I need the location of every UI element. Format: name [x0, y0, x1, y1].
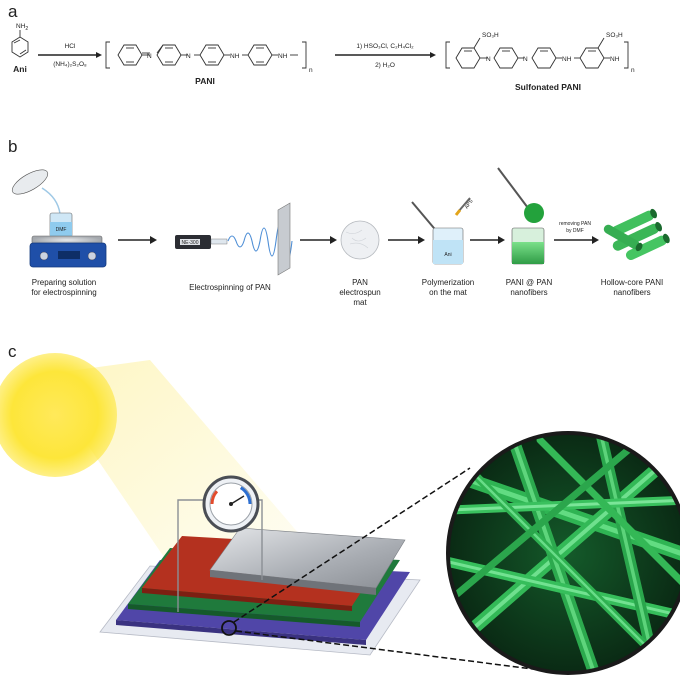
step-3-label-line1: PAN — [352, 278, 368, 287]
step-5-label-line1: PANI @ PAN — [506, 278, 553, 287]
sulfonated-so3h-1: SO₃H — [482, 32, 499, 39]
aniline-label: Ani — [13, 64, 27, 74]
sulfonated-so3h-2: SO₃H — [606, 32, 623, 39]
removing-pan-label-1: removing PAN — [559, 221, 591, 227]
step-3-label-line3: mat — [353, 298, 367, 307]
hollow-core-fibers-illustration — [603, 208, 670, 260]
pani-n1: N — [147, 53, 152, 60]
step-4-label-line1: Polymerization — [422, 278, 474, 287]
step-6-label-line1: Hollow-core PANI — [601, 278, 664, 287]
pani-nh1: NH — [230, 53, 240, 60]
sun — [0, 353, 117, 477]
spani-nh2: NH — [610, 56, 620, 63]
spani-n1: N — [486, 56, 491, 63]
reaction-arrow-1-head — [96, 52, 102, 58]
process-arrow-3-head — [418, 236, 425, 244]
hotplate-stirrer-illustration: DMF — [11, 169, 107, 268]
process-arrow-4-head — [498, 236, 505, 244]
ani-beaker-label: Ani — [444, 252, 451, 258]
syringe-pump-label: NE-300 — [182, 240, 199, 246]
spani-nh1: NH — [562, 56, 572, 63]
zoom-line-lower — [235, 630, 541, 671]
pani-at-pan-illustration — [497, 167, 545, 265]
step-6-label-line2: nanofibers — [613, 288, 650, 297]
sulfonated-pani-structure: SO₃H N N NH SO₃H NH n — [445, 32, 635, 74]
panel-a-letter: a — [8, 2, 18, 21]
step1-reagent-top: HCl — [65, 43, 76, 50]
step2-reagent-bottom: 2) H₂O — [375, 62, 395, 69]
panel-c-letter: c — [8, 342, 17, 361]
pani-n2: N — [186, 53, 191, 60]
reaction-arrow-2-head — [430, 52, 436, 58]
spani-n2: N — [523, 56, 528, 63]
sem-fiber-zoom — [446, 431, 680, 675]
electrospinning-illustration: NE-300 — [175, 202, 293, 276]
spani-n-subscript: n — [631, 67, 635, 74]
pani-n-subscript: n — [309, 67, 313, 74]
panel-b-letter: b — [8, 137, 17, 156]
pan-mat-illustration — [340, 220, 380, 260]
step-3-label-line2: electrospun — [339, 288, 380, 297]
removing-pan-label-2: by DMF — [566, 228, 584, 234]
pani-nh2: NH — [278, 53, 288, 60]
polymerization-illustration: APS Ani — [411, 197, 475, 265]
zoom-line-upper — [233, 467, 471, 623]
sulfonated-pani-label: Sulfonated PANI — [515, 82, 581, 92]
dmf-label: DMF — [56, 227, 67, 233]
process-arrow-1-head — [150, 236, 157, 244]
process-arrow-5-head — [592, 236, 599, 244]
meter-and-wires — [177, 475, 263, 612]
pani-label: PANI — [195, 76, 215, 86]
zoom-marker-circle — [221, 620, 237, 636]
aps-label: APS — [464, 198, 475, 210]
step1-reagent-bottom: (NH₄)₂S₂O₈ — [53, 61, 87, 68]
step2-reagent-top: 1) HSO₃Cl, C₂H₄Cl₂ — [356, 43, 414, 50]
layered-device — [99, 527, 421, 656]
step-2-label-line1: Electrospinning of PAN — [189, 283, 271, 292]
step-4-label-line2: on the mat — [429, 288, 468, 297]
aniline-structure: NH2 — [11, 23, 29, 58]
aniline-nh2: NH2 — [16, 23, 28, 32]
step-5-label-line2: nanofibers — [510, 288, 547, 297]
process-arrow-2-head — [330, 236, 337, 244]
step-1-label-line2: for electrospinning — [31, 288, 96, 297]
step-1-label-line1: Preparing solution — [32, 278, 96, 287]
pani-structure: N N NH NH n — [105, 41, 313, 74]
